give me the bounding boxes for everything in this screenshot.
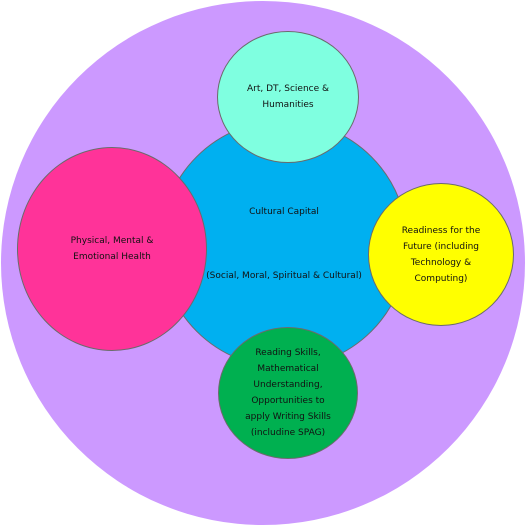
- reading-skills-circle: Reading Skills, Mathematical Understandi…: [218, 327, 358, 459]
- readiness-label: Readiness for the Future (including Tech…: [401, 225, 481, 284]
- cultural-capital-title: Cultural Capital: [249, 207, 319, 217]
- art-dt-science-label: Art, DT, Science & Humanities: [246, 84, 330, 110]
- cultural-capital-label: Cultural Capital (Social, Moral, Spiritu…: [202, 188, 366, 300]
- reading-skills-label: Reading Skills, Mathematical Understandi…: [245, 348, 331, 438]
- art-dt-science-circle: Art, DT, Science & Humanities: [217, 31, 359, 163]
- health-circle: Physical, Mental & Emotional Health: [17, 147, 207, 351]
- cultural-capital-subtitle: (Social, Moral, Spiritual & Cultural): [206, 271, 362, 281]
- health-label: Physical, Mental & Emotional Health: [70, 236, 154, 262]
- readiness-circle: Readiness for the Future (including Tech…: [368, 183, 514, 326]
